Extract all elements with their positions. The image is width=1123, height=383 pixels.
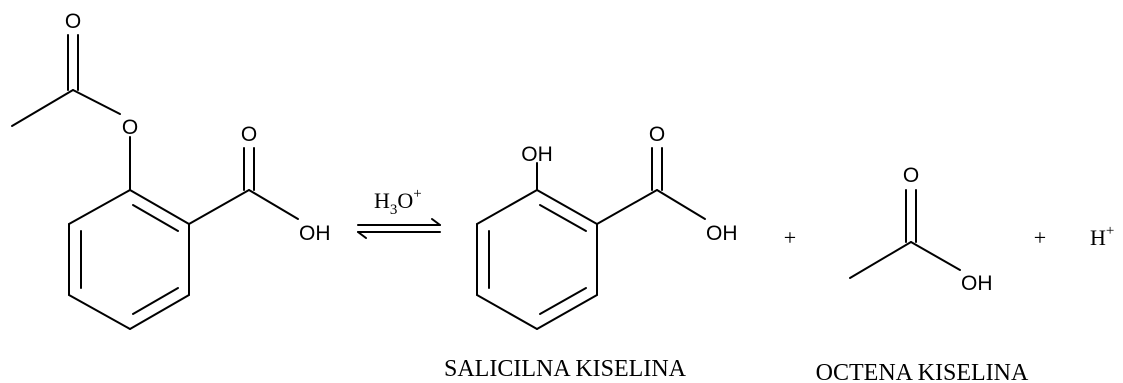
aspirin-carboxyl-group bbox=[188, 147, 299, 225]
aspirin-ester-group bbox=[11, 34, 131, 191]
salicylic-benzene-ring bbox=[476, 189, 598, 330]
acetic-acid-oh-label: OH bbox=[961, 272, 993, 295]
acetic-acid-molecule: O OH bbox=[849, 164, 993, 295]
aspirin-acid-oh-label: OH bbox=[299, 222, 331, 245]
aspirin-ester-o-label: O bbox=[122, 116, 138, 139]
aspirin-carbonyl-o-label: O bbox=[65, 10, 81, 33]
acetic-acid-name: OCTENA KISELINA bbox=[816, 360, 1029, 383]
catalyst-label: H3O+ bbox=[374, 186, 422, 218]
aspirin-molecule: O O O OH bbox=[11, 10, 331, 330]
plus-sign-2: + bbox=[1034, 225, 1046, 250]
salicylic-acid-name: SALICILNA KISELINA bbox=[444, 356, 687, 382]
salicylic-acid-o-label: O bbox=[649, 123, 665, 146]
salicylic-oh-label: OH bbox=[521, 143, 553, 166]
salicylic-acid-molecule: OH O OH bbox=[476, 123, 738, 330]
aspirin-acid-o-label: O bbox=[241, 123, 257, 146]
plus-sign-1: + bbox=[784, 225, 796, 250]
acetic-carbonyl-o-label: O bbox=[903, 164, 919, 187]
salicylic-acid-oh-label: OH bbox=[706, 222, 738, 245]
proton-label: H+ bbox=[1090, 223, 1114, 250]
equilibrium-arrow bbox=[357, 218, 441, 239]
aspirin-benzene-ring bbox=[68, 189, 190, 330]
salicylic-substituents bbox=[536, 147, 706, 225]
